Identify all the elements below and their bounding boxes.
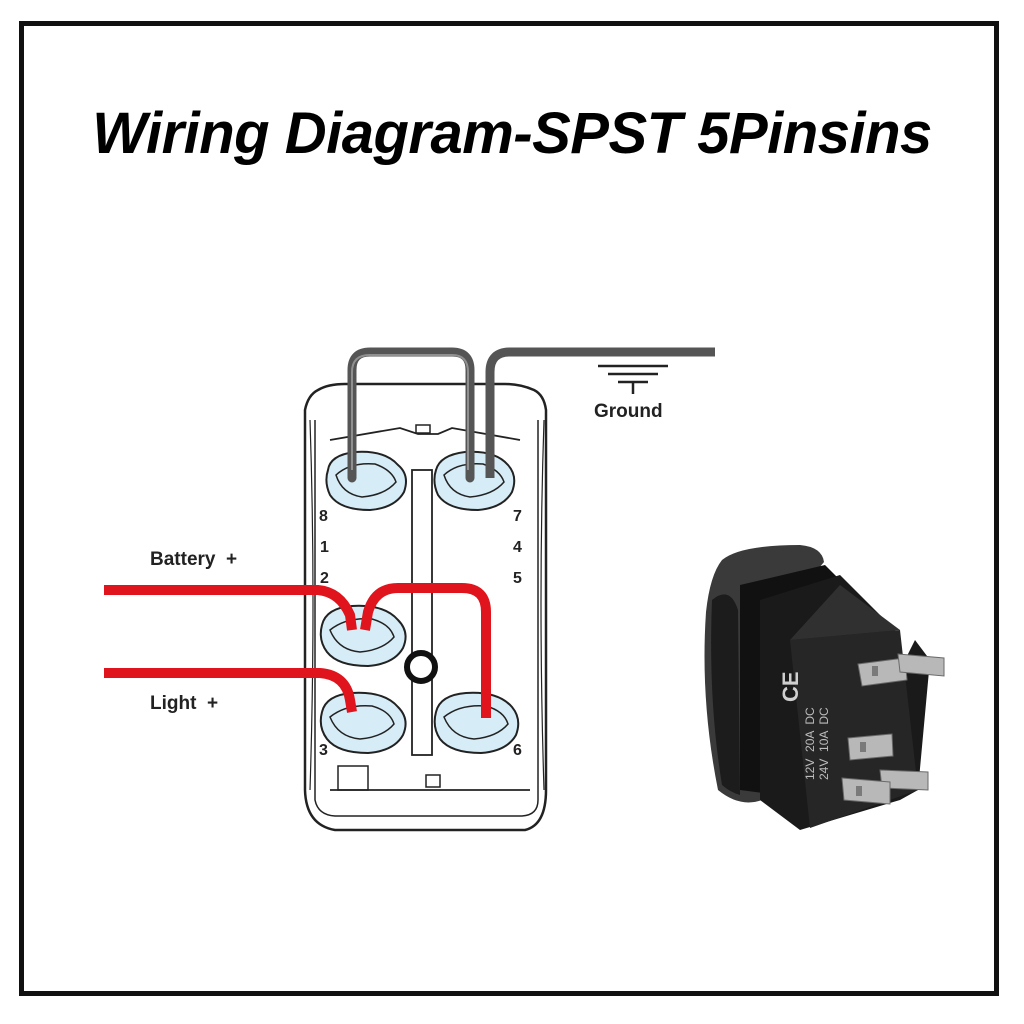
terminal-6 <box>433 691 520 755</box>
terminal-8 <box>325 450 407 512</box>
center-hole <box>404 650 438 684</box>
pin-2-label: 2 <box>320 570 329 587</box>
terminal-3 <box>319 691 407 755</box>
ground-symbol <box>598 364 668 394</box>
switch-body-outline <box>303 382 548 832</box>
pin-4-label: 4 <box>513 539 522 556</box>
terminal-2 <box>319 604 407 668</box>
pin-7-label: 7 <box>513 508 522 525</box>
pin-3-label: 3 <box>319 742 328 759</box>
battery-wire <box>104 585 357 631</box>
pin-5-label: 5 <box>513 570 522 587</box>
jumper-wire <box>360 583 491 718</box>
switch-rating-line-2: 24V 10A DC <box>817 707 831 780</box>
switch-rating-line-1: 12V 20A DC <box>803 707 817 780</box>
rocker-switch-photo: CE 12V 20A DC 24V 10A DC <box>704 545 945 830</box>
ce-mark: CE <box>778 671 803 702</box>
light-wire <box>104 668 357 713</box>
ground-label: Ground <box>594 401 663 422</box>
diagram-title: Wiring Diagram-SPST 5Pinsins <box>92 101 932 166</box>
pin-6-label: 6 <box>513 742 522 759</box>
light-label: Light + <box>150 693 218 714</box>
ground-wire-highlights <box>351 354 469 470</box>
pin-1-label: 1 <box>320 539 329 556</box>
power-wires <box>104 583 491 718</box>
ground-wires <box>347 347 715 483</box>
pin-8-label: 8 <box>319 508 328 525</box>
pin-numbers: 8 7 1 2 4 5 3 6 <box>319 508 522 759</box>
battery-label: Battery + <box>150 549 237 570</box>
diagram-frame <box>19 21 999 996</box>
